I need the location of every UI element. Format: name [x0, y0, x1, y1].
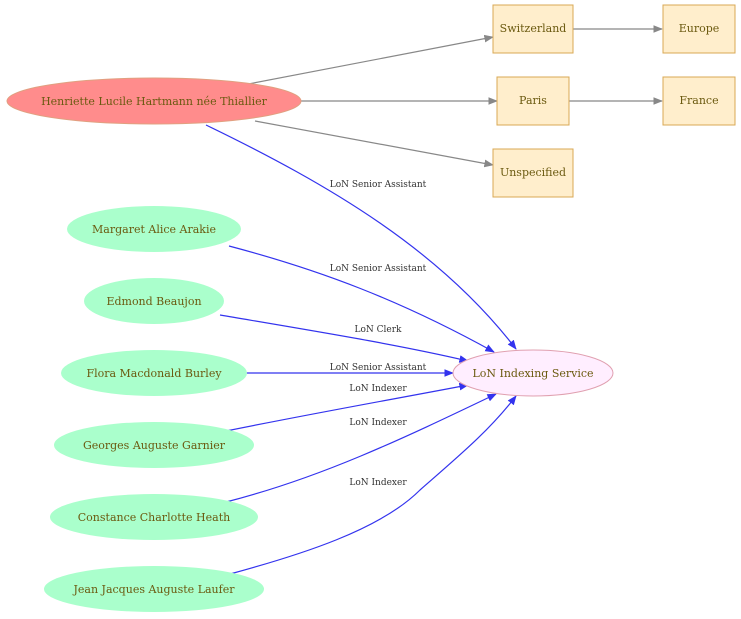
edge-label-constance: LoN Indexer [349, 418, 407, 428]
edge-label-georges: LoN Indexer [349, 384, 407, 394]
node-label: Constance Charlotte Heath [78, 511, 230, 524]
node-france[interactable]: France [662, 76, 736, 126]
node-label: Georges Auguste Garnier [83, 439, 226, 452]
edge-label-flora: LoN Senior Assistant [330, 363, 427, 373]
node-flora[interactable]: Flora Macdonald Burley [61, 350, 247, 396]
node-label: Jean Jacques Auguste Laufer [73, 583, 236, 596]
node-henriette[interactable]: Henriette Lucile Hartmann née Thiallier [6, 77, 302, 125]
edge-georges-indexing [225, 382, 469, 432]
node-label: Unspecified [500, 166, 566, 179]
node-constance[interactable]: Constance Charlotte Heath [50, 494, 258, 540]
edge-jean-indexing [229, 395, 517, 575]
edge-henriette-indexing [205, 124, 517, 350]
node-label: Flora Macdonald Burley [86, 367, 222, 380]
edge-label-jean: LoN Indexer [349, 478, 407, 488]
node-margaret[interactable]: Margaret Alice Arakie [67, 206, 241, 252]
node-edmond[interactable]: Edmond Beaujon [84, 278, 224, 324]
edge-edmond-indexing [219, 314, 469, 363]
edge-constance-indexing [225, 393, 497, 503]
edge-label-edmond: LoN Clerk [355, 325, 403, 335]
node-jean[interactable]: Jean Jacques Auguste Laufer [44, 566, 264, 612]
edge-labels: LoN Senior Assistant LoN Senior Assistan… [330, 180, 427, 488]
node-label: Henriette Lucile Hartmann née Thiallier [41, 95, 268, 108]
node-label: Paris [519, 94, 547, 107]
node-paris[interactable]: Paris [496, 76, 570, 126]
place-edges [242, 25, 663, 168]
edge-henriette-unspecified [254, 120, 494, 168]
node-unspecified[interactable]: Unspecified [492, 148, 574, 198]
node-label: Margaret Alice Arakie [92, 223, 216, 236]
node-indexing-service[interactable]: LoN Indexing Service [452, 349, 614, 397]
edge-label-henriette: LoN Senior Assistant [330, 180, 427, 190]
node-europe[interactable]: Europe [662, 4, 736, 54]
node-label: Switzerland [500, 22, 567, 35]
node-label: France [679, 94, 718, 107]
role-edges [205, 124, 517, 575]
node-georges[interactable]: Georges Auguste Garnier [54, 422, 254, 468]
node-label: LoN Indexing Service [472, 367, 593, 380]
edge-henriette-switzerland [242, 34, 494, 86]
node-switzerland[interactable]: Switzerland [492, 4, 574, 54]
node-label: Edmond Beaujon [106, 295, 201, 308]
node-label: Europe [679, 22, 720, 35]
edge-label-margaret: LoN Senior Assistant [330, 264, 427, 274]
edge-margaret-indexing [228, 245, 495, 353]
